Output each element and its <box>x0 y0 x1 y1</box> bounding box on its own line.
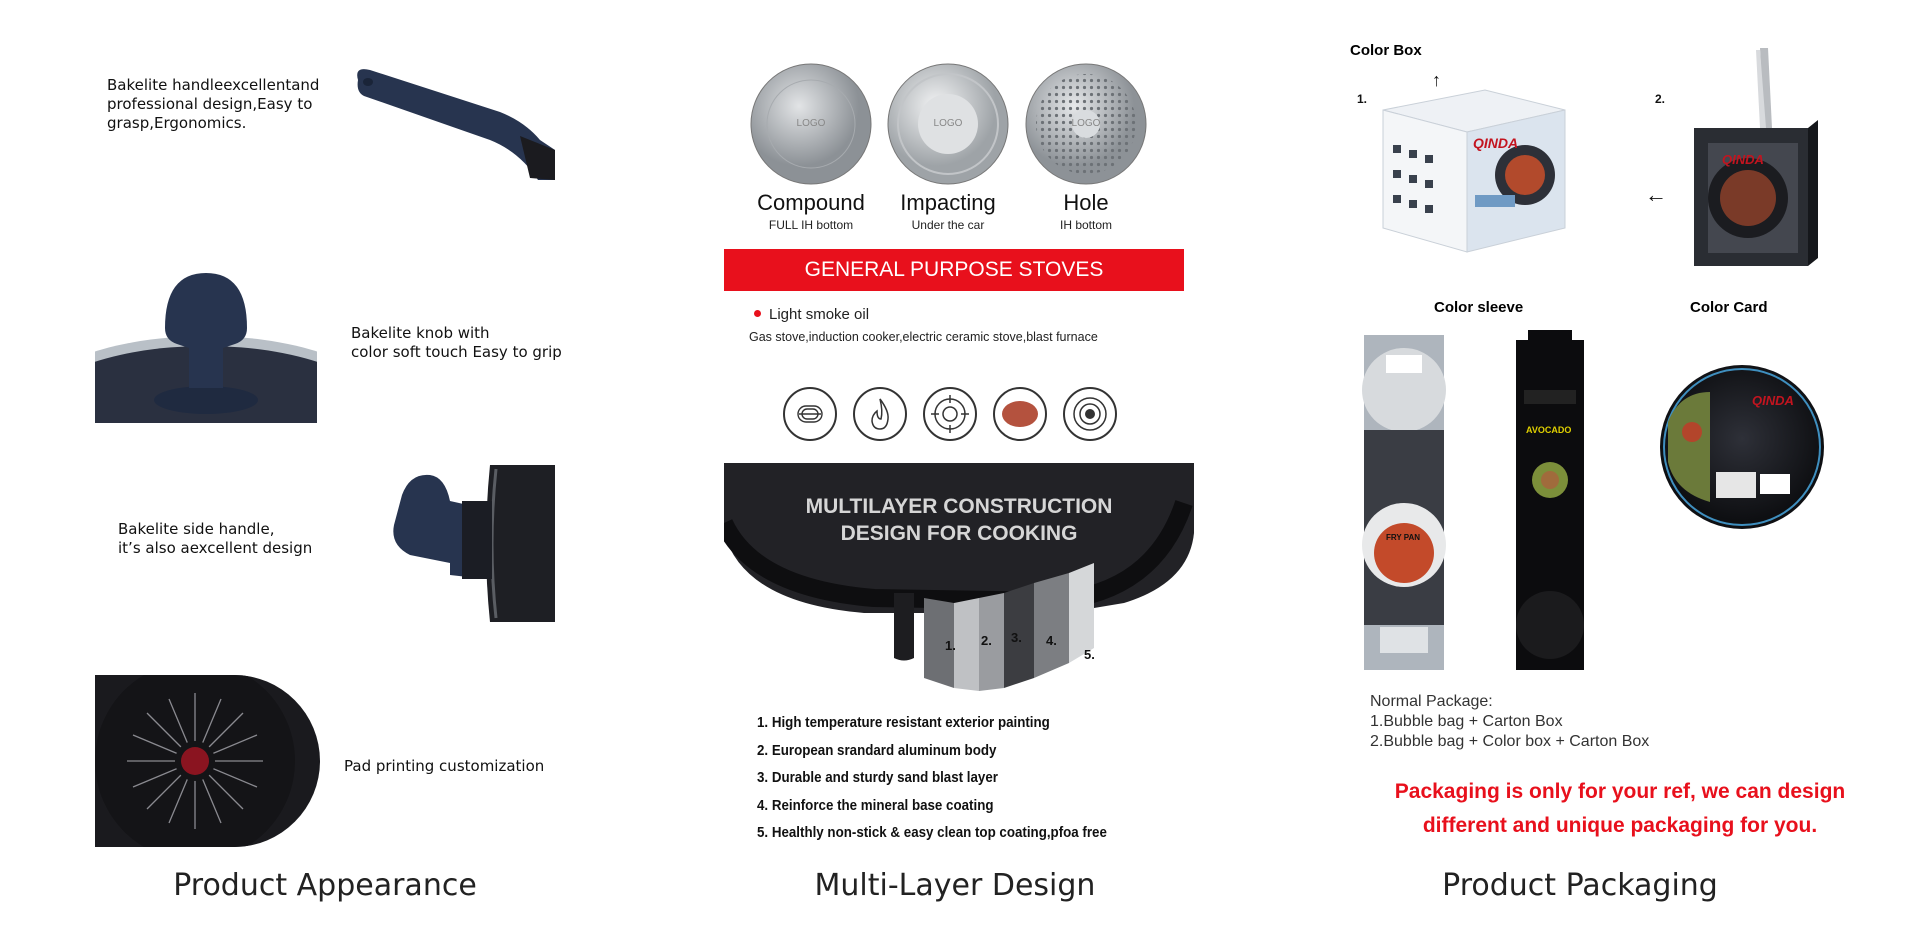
construction-title: MULTILAYER CONSTRUCTION DESIGN FOR COOKI… <box>724 493 1194 547</box>
glass-lid-knob-image <box>95 268 317 423</box>
color-sleeve-grey-image <box>1362 335 1446 670</box>
layer-list: 1. High temperature resistant exterior p… <box>757 710 1107 848</box>
disc-label-impacting: Impacting <box>900 190 996 215</box>
layer-item: 3. Durable and sturdy sand blast layer <box>757 770 998 786</box>
feature-handle-text: Bakelite handleexcellentand professional… <box>107 76 320 132</box>
layer-number-4: 4. <box>1046 633 1057 648</box>
normal-package-option-2: 2.Bubble bag + Color box + Carton Box <box>1370 733 1650 750</box>
bullet-dot-icon <box>754 310 761 317</box>
disc-sub-hole: IH bottom <box>1059 218 1113 232</box>
color-box-label: Color Box <box>1350 42 1422 59</box>
compound-logo-text: LOGO <box>796 118 826 129</box>
layer-number-2: 2. <box>981 633 992 648</box>
flame-icon <box>853 387 907 441</box>
normal-package-option-1: 1.Bubble bag + Carton Box <box>1370 713 1563 730</box>
packaging-note: Packaging is only for your ref, we can d… <box>1340 775 1900 843</box>
hole-logo-text: LOGO <box>1071 118 1101 129</box>
compound-disc-image <box>750 63 872 185</box>
step-1-label: 1. <box>1357 92 1368 106</box>
color-box-brand: QINDA <box>1473 135 1519 151</box>
step-2-label: 2. <box>1655 92 1666 106</box>
pan-box-image <box>1694 48 1818 266</box>
pan-interior-image <box>95 675 320 847</box>
color-box-image <box>1382 89 1566 253</box>
appearance-title: Product Appearance <box>173 868 477 903</box>
normal-package-title: Normal Package: <box>1370 693 1493 710</box>
feature-side-handle-text: Bakelite side handle, it’s also aexcelle… <box>118 520 313 557</box>
layer-item: 1. High temperature resistant exterior p… <box>757 715 1050 731</box>
induction-coil-icon <box>783 387 837 441</box>
construction-title-line-2: DESIGN FOR COOKING <box>840 522 1078 545</box>
bakelite-handle-image <box>357 69 555 180</box>
ceramic-plate-icon <box>993 387 1047 441</box>
stoves-list-text: Gas stove,induction cooker,electric cera… <box>749 330 1098 344</box>
gas-burner-icon <box>923 387 977 441</box>
color-card-image <box>1660 365 1824 529</box>
hole-disc-image <box>1025 63 1147 185</box>
layer-number-5: 5. <box>1084 647 1095 662</box>
layer-item: 5. Healthly non-stick & easy clean top c… <box>757 825 1107 841</box>
fry-pan-sleeve-text: FRY PAN <box>1386 533 1421 542</box>
packaging-note-line-1: Packaging is only for your ref, we can d… <box>1394 780 1846 803</box>
impacting-logo-text: LOGO <box>933 118 963 129</box>
arrow-up-icon: ↑ <box>1432 70 1441 90</box>
layer-item: 4. Reinforce the mineral base coating <box>757 797 994 814</box>
disc-label-hole: Hole <box>1063 190 1109 215</box>
packaging-title: Product Packaging <box>1442 868 1718 903</box>
impacting-disc-image <box>887 63 1009 185</box>
layer-number-3: 3. <box>1011 630 1022 645</box>
disc-sub-compound: FULL IH bottom <box>768 218 854 232</box>
layer-number-1: 1. <box>945 638 956 653</box>
arrow-left-icon: ← <box>1645 182 1667 207</box>
hotplate-icon <box>1063 387 1117 441</box>
multilayer-title: Multi-Layer Design <box>814 868 1096 903</box>
construction-title-line-1: MULTILAYER CONSTRUCTION <box>805 495 1113 518</box>
color-card-label: Color Card <box>1690 299 1768 316</box>
feature-pad-printing-text: Pad printing customization <box>344 757 545 775</box>
general-purpose-stoves-banner: GENERAL PURPOSE STOVES <box>724 249 1184 291</box>
light-smoke-oil-text: Light smoke oil <box>769 306 870 323</box>
side-handle-image <box>393 465 555 622</box>
pan-box-brand: QINDA <box>1722 152 1764 167</box>
avocado-sleeve-text: AVOCADO <box>1526 425 1572 435</box>
normal-package-info: Normal Package: 1.Bubble bag + Carton Bo… <box>1370 692 1649 752</box>
packaging-note-line-2: different and unique packaging for you. <box>1422 814 1818 837</box>
color-sleeve-label: Color sleeve <box>1434 299 1524 316</box>
layer-item: 2. European srandard aluminum body <box>757 742 997 759</box>
disc-sub-impacting: Under the car <box>911 218 985 232</box>
color-sleeve-black-image <box>1516 330 1584 670</box>
multilayer-construction-image <box>724 463 1194 703</box>
feature-knob-text: Bakelite knob with color soft touch Easy… <box>351 324 562 361</box>
disc-label-compound: Compound <box>757 190 865 215</box>
color-card-brand: QINDA <box>1752 393 1794 408</box>
